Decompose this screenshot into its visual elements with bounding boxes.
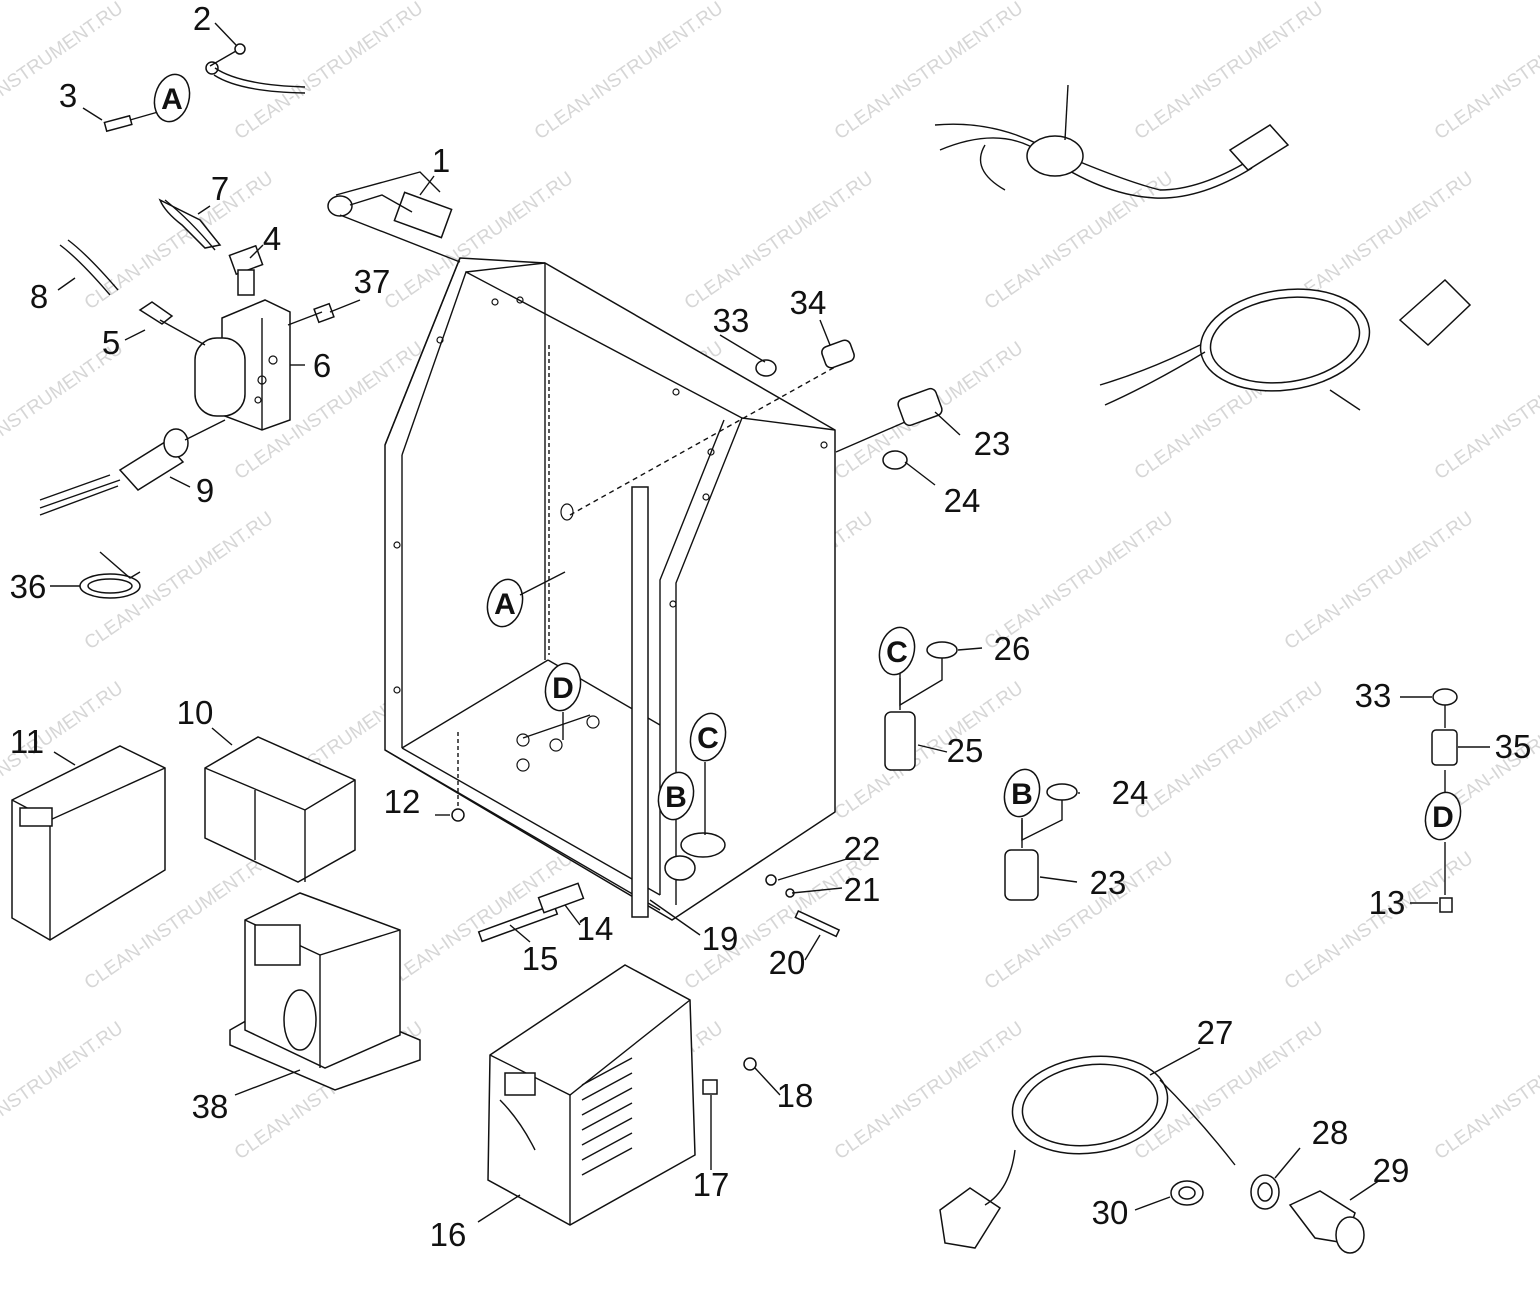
housing-frame <box>384 257 836 921</box>
callout-23-top: 23 <box>974 425 1011 462</box>
letter-B-frame-text: B <box>665 781 687 814</box>
callout-17: 17 <box>693 1166 730 1203</box>
callout-6: 6 <box>313 347 331 384</box>
letter-marker-C-right: C <box>878 626 943 707</box>
callout-33-right: 35 <box>1495 728 1532 765</box>
callout-8: 8 <box>30 278 48 315</box>
part-socket-28-29-30 <box>1170 1174 1365 1254</box>
callout-7: 7 <box>211 170 229 207</box>
part-transformer <box>229 892 421 1091</box>
letter-B-right-text: B <box>1011 778 1033 811</box>
callout-5: 5 <box>102 324 120 361</box>
part-wire-with-screw <box>103 43 306 133</box>
callout-22: 22 <box>844 830 881 867</box>
callout-11: 11 <box>10 723 44 760</box>
letter-C-right-text: C <box>886 636 908 669</box>
part-relay-block <box>204 736 356 883</box>
callout-33-top: 34 <box>790 284 827 321</box>
part-power-supply-module <box>11 745 166 941</box>
callout-26: 26 <box>994 630 1031 667</box>
callout-1: 1 <box>432 142 450 179</box>
callout-labels: 2 3 1 7 4 8 37 5 6 9 36 33 34 23 24 26 2… <box>10 0 1532 1253</box>
callout-14: 14 <box>577 910 614 947</box>
callout-16: 16 <box>430 1216 467 1253</box>
callout-12: 12 <box>384 783 421 820</box>
callout-9: 9 <box>196 472 214 509</box>
part-cable-glands <box>755 339 1458 913</box>
part-valve-block <box>39 198 335 516</box>
callout-18: 18 <box>777 1077 814 1114</box>
letter-A-top-text: A <box>161 83 183 116</box>
callout-30: 30 <box>1092 1194 1129 1231</box>
callout-32-top: 33 <box>713 302 750 339</box>
callout-23-lower: 23 <box>1090 864 1127 901</box>
callout-3: 3 <box>59 77 77 114</box>
callout-15: 15 <box>522 940 559 977</box>
part-screws-and-spacer <box>451 808 841 943</box>
part-cable-tie <box>79 551 141 599</box>
part-switch <box>327 171 461 263</box>
callout-2: 2 <box>193 0 211 37</box>
letter-D-right-text: D <box>1432 801 1454 834</box>
callout-34: 36 <box>10 568 47 605</box>
letter-D-frame-text: D <box>552 672 574 705</box>
part-cable-27 <box>939 1055 1236 1249</box>
callout-13: 13 <box>1369 884 1406 921</box>
callout-35: 37 <box>354 263 391 300</box>
letter-marker-D-frame: D <box>522 662 591 740</box>
callout-20: 20 <box>769 944 806 981</box>
part-inverter-unit <box>487 964 757 1226</box>
callout-28: 28 <box>1312 1114 1349 1151</box>
letter-marker-B-right: B <box>1003 768 1063 842</box>
letter-A-frame-text: A <box>494 588 516 621</box>
callout-10: 10 <box>177 694 214 731</box>
callout-25: 25 <box>947 732 984 769</box>
part-mains-cable-37 <box>934 123 1290 199</box>
letter-marker-A-top: A <box>153 73 191 123</box>
letter-C-frame-text: C <box>697 722 719 755</box>
letter-marker-C-frame: C <box>689 712 727 835</box>
leader-lines <box>50 22 1490 1223</box>
callout-24-lower: 24 <box>1112 774 1149 811</box>
callout-32-right: 33 <box>1355 677 1392 714</box>
callout-4: 4 <box>263 220 281 257</box>
callout-27: 27 <box>1197 1014 1234 1051</box>
callout-21: 21 <box>844 871 881 908</box>
part-extension-cable-38 <box>1099 278 1472 406</box>
callout-29: 29 <box>1373 1152 1410 1189</box>
callout-19: 19 <box>702 920 739 957</box>
letter-marker-B-frame: B <box>657 771 695 821</box>
callout-36: 38 <box>192 1088 229 1125</box>
callout-24-top: 24 <box>944 482 981 519</box>
letter-marker-A-frame: A <box>486 571 566 628</box>
letter-marker-D-right: D <box>1424 791 1462 841</box>
